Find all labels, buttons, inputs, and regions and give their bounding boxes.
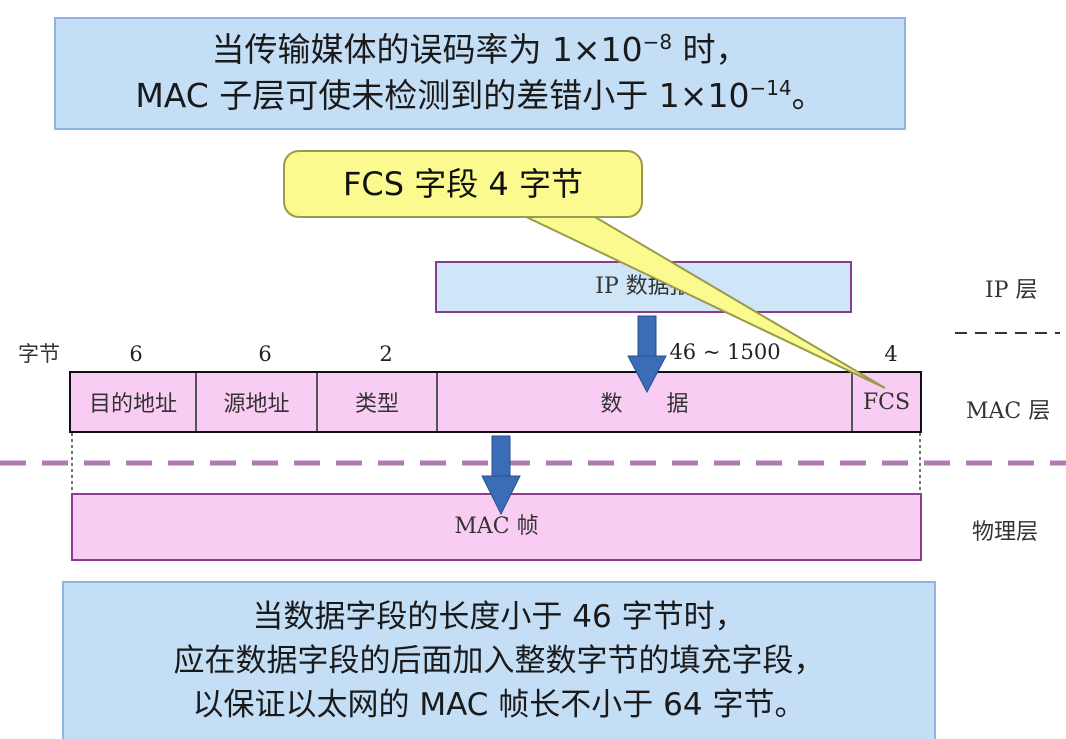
fcs-bytes: 4 xyxy=(884,342,898,366)
top-note-line-2: MAC 子层可使未检测到的差错小于 1×10−14。 xyxy=(135,76,825,115)
dest-bytes: 6 xyxy=(129,342,143,366)
type-bytes: 2 xyxy=(379,342,393,366)
physical-mac-frame: MAC 帧 xyxy=(71,493,922,561)
field-src-address: 源地址 xyxy=(197,373,318,431)
bottom-note-line-1: 当数据字段的长度小于 46 字节时， xyxy=(252,599,746,635)
bottom-note-line-3: 以保证以太网的 MAC 帧长不小于 64 字节。 xyxy=(192,687,806,723)
fcs-callout-text: FCS 字段 4 字节 xyxy=(343,165,583,203)
down-arrow-icon xyxy=(627,315,667,394)
data-bytes: 46 ~ 1500 xyxy=(669,340,781,364)
top-note-line-1: 当传输媒体的误码率为 1×10−8 时， xyxy=(211,30,749,69)
bottom-note: 当数据字段的长度小于 46 字节时， 应在数据字段的后面加入整数字节的填充字段，… xyxy=(62,581,936,739)
mac-frame-fields: 目的地址 源地址 类型 数 据 FCS xyxy=(69,371,922,433)
fcs-callout: FCS 字段 4 字节 xyxy=(283,150,643,218)
top-note: 当传输媒体的误码率为 1×10−8 时， MAC 子层可使未检测到的差错小于 1… xyxy=(54,17,906,130)
mac-layer-label: MAC 层 xyxy=(966,399,1051,424)
bottom-note-line-2: 应在数据字段的后面加入整数字节的填充字段， xyxy=(173,643,825,679)
src-bytes: 6 xyxy=(258,342,272,366)
bytes-label: 字节 xyxy=(18,342,60,366)
callout-pointer xyxy=(519,213,886,389)
field-type: 类型 xyxy=(318,373,438,431)
physical-layer-label: 物理层 xyxy=(972,520,1039,545)
mac-frame-label: MAC 帧 xyxy=(454,514,539,539)
field-dest-address: 目的地址 xyxy=(71,373,197,431)
field-data: 数 据 xyxy=(438,373,853,431)
field-fcs: FCS xyxy=(862,389,911,415)
down-arrow-icon xyxy=(481,435,521,516)
ip-layer-label: IP 层 xyxy=(985,278,1038,303)
